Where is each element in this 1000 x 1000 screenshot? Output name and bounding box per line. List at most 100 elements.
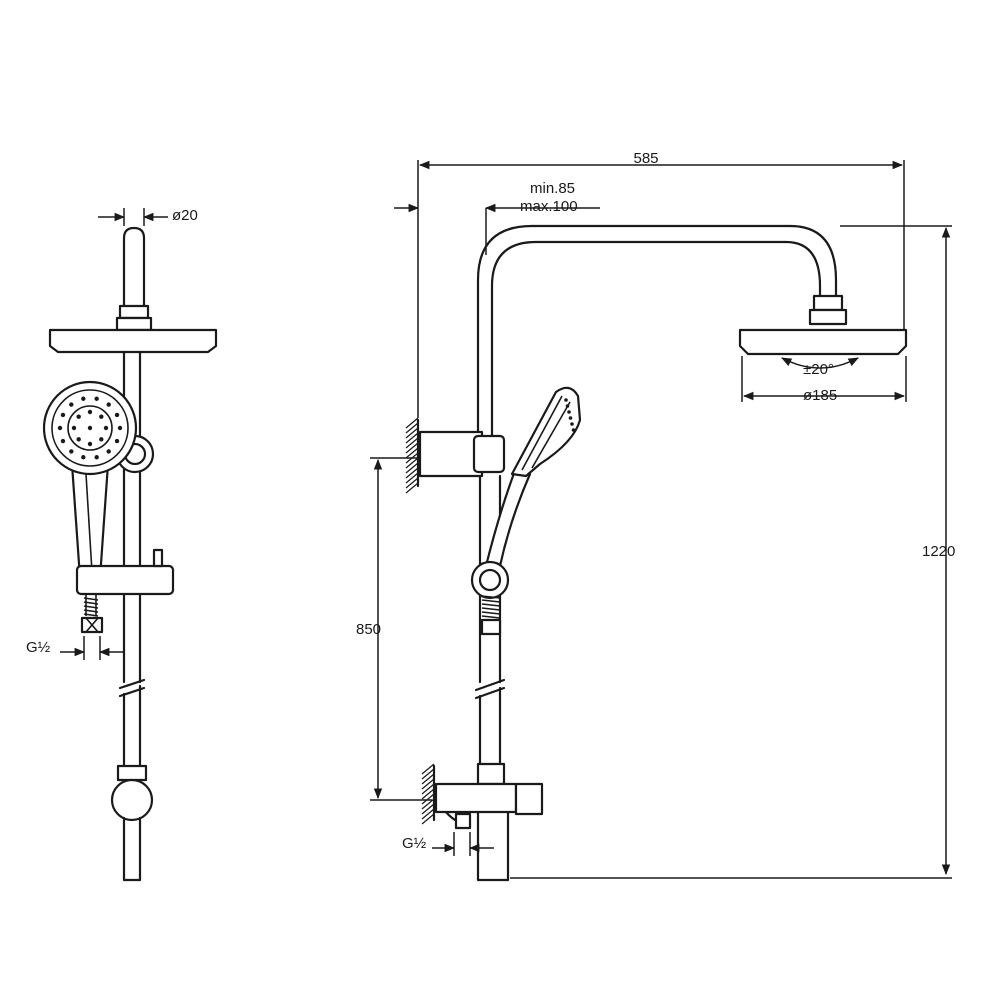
hose-coil (481, 595, 501, 599)
nozzle-dot (94, 455, 99, 460)
hatch-line (421, 788, 435, 800)
hose-coil (83, 613, 99, 617)
hatch-line (421, 808, 435, 820)
arm-offset-min-label: min.85 (530, 180, 575, 197)
hose-nut (480, 618, 502, 636)
side-handset-handle (70, 462, 110, 580)
arm-offset-max-label: max.100 (520, 198, 578, 215)
hose-coil (83, 597, 99, 601)
upper-wall-bracket (418, 430, 484, 478)
front-view: 585 min.85 max.100 ±20° ø185 1220 (356, 150, 955, 882)
hose-coil (481, 603, 501, 607)
rain-head-nut (812, 294, 844, 312)
nozzle-dot (60, 438, 66, 444)
nozzle-dot (570, 422, 574, 426)
hatch-line (405, 442, 419, 454)
side-pipe-diameter-label: ø20 (172, 207, 198, 224)
nozzle-dot (76, 414, 81, 419)
hose-coil (481, 615, 501, 619)
nozzle-dot (564, 398, 568, 402)
side-break-mark (118, 678, 146, 690)
nozzle-dot (69, 449, 74, 454)
hatch-line (405, 472, 419, 484)
nozzle-dot (568, 416, 573, 420)
nozzle-dot (81, 455, 86, 460)
side-slider-bracket (75, 564, 175, 596)
upper-wall-hatch (405, 417, 419, 494)
side-thread-label: G½ (26, 639, 51, 656)
front-thread-label: G½ (402, 835, 427, 852)
hose-coils (481, 595, 501, 619)
hatch-line (405, 457, 419, 469)
outlet-height-label: 850 (356, 621, 381, 638)
overall-width-label: 585 (633, 150, 658, 167)
hatch-line (405, 477, 419, 489)
nozzle-dot (567, 410, 571, 414)
nozzle-dot (117, 425, 123, 431)
side-diverter-top (116, 764, 148, 782)
hose-coil (481, 611, 501, 615)
nozzle-dot (60, 412, 66, 418)
outlet-connector (454, 812, 472, 830)
hatch-line (421, 773, 435, 785)
lower-wall-hatch (421, 763, 435, 825)
hose-coil (83, 609, 99, 613)
nozzle-dot (99, 414, 104, 419)
handset-head (510, 386, 582, 478)
side-view: G½ ø20 (26, 207, 218, 882)
nozzle-dot (87, 409, 93, 415)
hose-coil (83, 605, 99, 609)
riser-break-mark (474, 678, 506, 692)
hatch-line (405, 462, 419, 474)
hatch-line (405, 432, 419, 444)
side-pipe-nut (118, 304, 150, 320)
diverter-collar (476, 762, 506, 786)
nozzle-dot (87, 441, 93, 447)
nozzle-dot (69, 402, 74, 407)
hatch-line (405, 482, 419, 494)
nozzle-dot (94, 396, 99, 401)
nozzle-dot (106, 402, 111, 407)
hatch-line (421, 783, 435, 795)
hatch-line (421, 793, 435, 805)
diverter-knob (514, 782, 544, 816)
nozzle-dot (57, 425, 63, 431)
shower-arm-inner (490, 240, 822, 442)
overall-height-label: 1220 (922, 543, 955, 560)
nozzle-dot (565, 404, 570, 408)
hatch-line (405, 447, 419, 459)
head-tilt-label: ±20° (803, 361, 834, 378)
shower-arm-outer (476, 224, 838, 442)
hatch-line (405, 427, 419, 439)
nozzle-dot (76, 437, 81, 442)
hatch-line (405, 437, 419, 449)
rain-head (738, 328, 908, 356)
side-top-pipe (122, 226, 146, 310)
hose-coil (481, 599, 501, 603)
nozzle-dot (103, 425, 109, 431)
hatch-line (405, 417, 419, 429)
hose-coil (83, 601, 99, 605)
hatch-line (421, 778, 435, 790)
diverter-body (434, 782, 518, 814)
nozzle-dot (114, 438, 120, 444)
nozzle-dot (87, 425, 93, 431)
nozzle-dot (71, 425, 77, 431)
side-hose (85, 594, 97, 616)
hatch-line (421, 763, 435, 775)
nozzle-dot (106, 449, 111, 454)
side-nozzle-dots (57, 396, 123, 460)
hatch-line (405, 467, 419, 479)
lower-outlet-pipe (476, 810, 510, 882)
nozzle-dot (114, 412, 120, 418)
hatch-line (421, 803, 435, 815)
hose-coil (481, 607, 501, 611)
side-rain-head (48, 328, 218, 354)
nozzle-dot (571, 428, 576, 432)
side-diverter-knob (110, 778, 154, 822)
nozzle-dot (81, 396, 86, 401)
head-diameter-label: ø185 (803, 387, 837, 404)
handset-handle (484, 466, 532, 568)
tilt-arc (781, 357, 859, 369)
